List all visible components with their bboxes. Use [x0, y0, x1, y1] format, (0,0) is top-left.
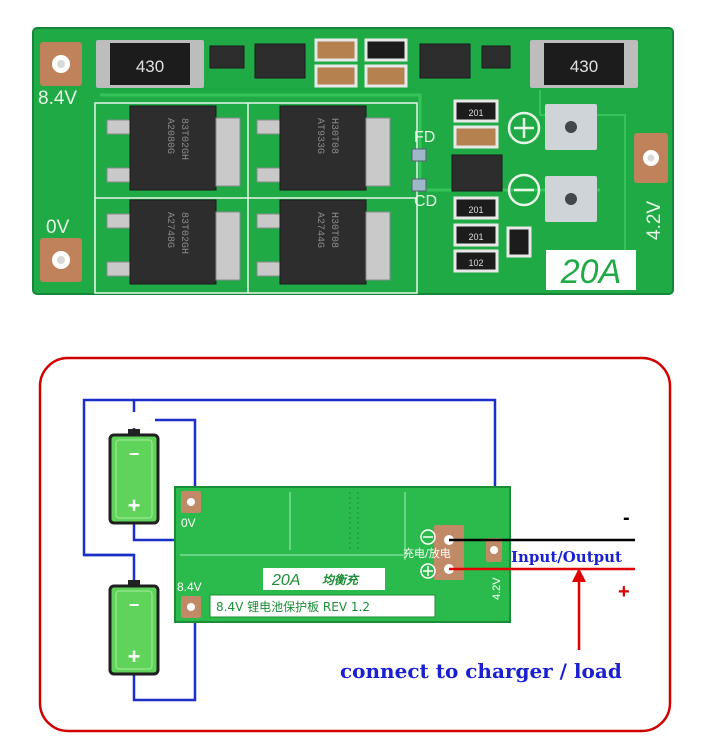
mosfet-3: 83T02GH A2748G	[106, 199, 241, 285]
label-4v2: 4.2V	[644, 201, 665, 240]
output-pad-bottom	[545, 176, 597, 222]
label-0v: 0V	[46, 217, 70, 238]
mosfet-1: 83T02GH A2080G	[106, 105, 241, 191]
mosfet-2-line2: AT933G	[314, 118, 325, 154]
label-8v4: 8.4V	[38, 88, 77, 109]
diagram-board-desc: 8.4V 锂电池保护板 REV 1.2	[216, 599, 370, 614]
code-201-a: 201	[468, 108, 483, 118]
pcb-photo: 8.4V 0V 4.2V 430 430	[32, 27, 674, 295]
resistor-left: 430	[96, 40, 204, 88]
mosfet-3-line2: A2748G	[164, 212, 175, 248]
code-102: 102	[468, 258, 483, 268]
resistor-left-code: 430	[136, 57, 164, 76]
diagram-label-0v: 0V	[181, 516, 196, 530]
battery-bottom-minus: −	[129, 595, 140, 615]
mosfet-2: H30T08 AT933G	[256, 105, 391, 191]
battery-bottom-plus: +	[128, 644, 141, 669]
battery-top-plus: +	[128, 493, 141, 518]
middle-components: 201 201 201 102	[451, 99, 532, 273]
charger-arrow-head	[572, 568, 586, 582]
rating-box	[546, 250, 636, 290]
diagram-label-20a: 20A	[271, 572, 300, 589]
pad-0v	[40, 238, 82, 282]
resistor-right-code: 430	[570, 57, 598, 76]
pad-8v4	[40, 42, 82, 86]
annotation-positive: +	[618, 581, 630, 603]
resistor-right: 430	[530, 40, 638, 88]
diagram-label-4v2: 4.2V	[491, 577, 503, 600]
annotation-negative: -	[623, 507, 630, 529]
label-20a: 20A	[560, 253, 622, 291]
mosfet-1-line2: A2080G	[164, 118, 175, 154]
diagram-label-rating-cn: 均衡充	[322, 573, 360, 587]
mosfet-4: H30T08 A2744G	[256, 199, 391, 285]
annotation-input-output: Input/Output	[511, 548, 622, 566]
mosfet-4-line1: H30T08	[328, 212, 339, 248]
mosfet-4-line2: A2744G	[314, 212, 325, 248]
code-201-c: 201	[468, 232, 483, 242]
wiring-diagram: 0V 8.4V 20A 均衡充 8.4V 锂电池保护板 REV 1.2 充电/放…	[38, 356, 672, 733]
polarity-marks	[507, 111, 541, 207]
diagram-frame	[38, 356, 672, 733]
mosfet-2-line1: H30T08	[328, 118, 339, 154]
battery-top-minus: −	[129, 444, 140, 464]
top-small-components	[209, 38, 511, 88]
diagram-label-8v4: 8.4V	[177, 580, 202, 594]
diagram-board: 0V 8.4V 20A 均衡充 8.4V 锂电池保护板 REV 1.2 充电/放…	[174, 486, 511, 623]
mosfet-3-line1: 83T02GH	[178, 212, 189, 254]
annotation-connect: connect to charger / load	[340, 659, 622, 683]
pad-4v2	[634, 133, 668, 183]
mosfet-1-line1: 83T02GH	[178, 118, 189, 160]
battery-bottom: − +	[108, 580, 160, 676]
label-fd: FD	[414, 129, 435, 146]
code-201-b: 201	[468, 205, 483, 215]
diagram-label-charge-discharge: 充电/放电	[403, 546, 451, 560]
output-pad-top	[545, 104, 597, 150]
diagram-rating-box	[263, 568, 385, 590]
label-cd: CD	[414, 193, 437, 210]
battery-top: − +	[108, 429, 160, 525]
